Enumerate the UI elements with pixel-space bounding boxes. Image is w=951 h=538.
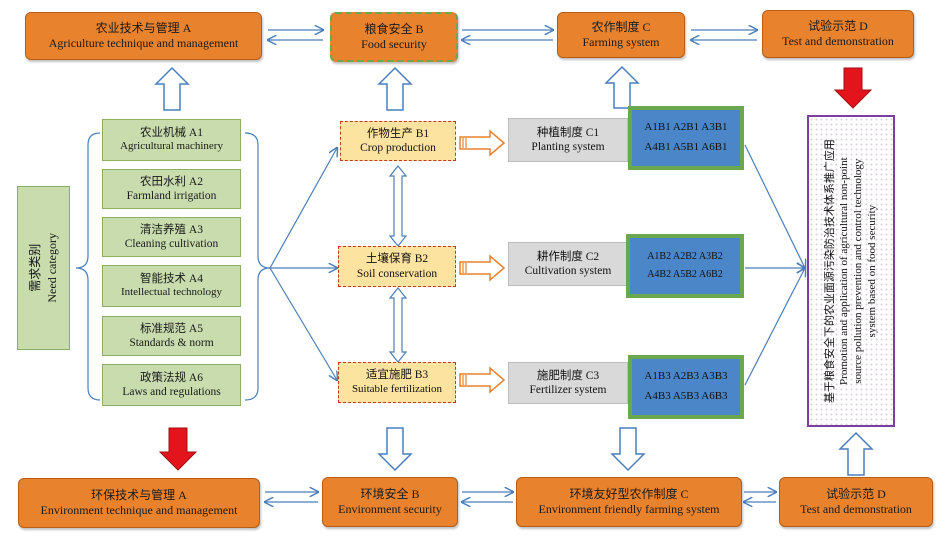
combo-box-1: A1B1 A2B1 A3B1 A4B1 A5B1 A6B1 [628,106,744,170]
a-item-2-en: Farmland irrigation [126,190,217,202]
combo-box-2-line1: A1B2 A2B2 A3B2 [647,251,723,262]
a-item-2-zh: 农田水利 A2 [140,175,203,188]
a-item-1-zh: 农业机械 A1 [140,126,203,139]
bottom-box-c-en: Environment friendly farming system [538,502,720,516]
top-box-a-zh: 农业技术与管理 A [95,21,192,35]
b-item-1-en: Crop production [360,142,436,154]
bottom-link-cd [744,492,776,502]
b-item-1: 作物生产 B1 Crop production [340,121,456,161]
bottom-link-ab [265,492,318,502]
a-item-3-en: Cleaning cultivation [124,238,219,250]
a-item-3: 清洁养殖 A3 Cleaning cultivation [102,217,241,257]
b-item-2-en: Soil conservation [356,267,438,280]
c-item-2-zh: 耕作制度 C2 [536,250,600,263]
b-item-1-zh: 作物生产 B1 [366,127,430,140]
a-item-6-zh: 政策法规 A6 [140,371,203,384]
red-down-arrows [158,67,873,471]
top-box-b-zh: 粮食安全 B [364,22,424,36]
a-item-2: 农田水利 A2 Farmland irrigation [102,169,241,209]
left-bracket [75,132,101,401]
need-category-en: Need category [44,233,59,303]
a-item-3-zh: 清洁养殖 A3 [140,223,203,236]
c-item-2: 耕作制度 C2 Cultivation system [508,242,628,286]
b-to-c-arrows [459,129,506,394]
c-item-2-en: Cultivation system [524,265,612,277]
c-item-3: 施肥制度 C3 Fertilizer system [508,362,628,404]
a-item-5-en: Standards & norm [129,337,214,349]
a-item-6: 政策法规 A6 Laws and regulations [102,364,241,406]
combo-box-3-line1: A1B3 A2B3 A3B3 [644,370,728,383]
c-item-1-en: Planting system [531,141,605,153]
bottom-box-d-zh: 试验示范 D [826,487,886,501]
top-link-cd [691,30,757,40]
hollow-up-arrows [154,65,874,476]
top-link-ab [268,30,323,40]
b-item-2: 土壤保育 B2 Soil conservation [338,246,456,287]
c-item-3-zh: 施肥制度 C3 [536,369,600,382]
bottom-link-bc [462,492,513,502]
combo-box-1-line1: A1B1 A2B1 A3B1 [644,121,728,134]
top-box-d-zh: 试验示范 D [808,19,868,33]
top-box-b: 粮食安全 B Food security [330,12,458,62]
a-item-6-en: Laws and regulations [122,386,221,398]
fan-to-b [269,148,337,380]
top-link-bc [462,30,553,40]
bottom-box-d-en: Test and demonstration [800,502,912,516]
bottom-box-a-zh: 环保技术与管理 A [91,488,187,502]
fan-to-final [744,144,805,386]
final-en-1: Promotion and application of agricultura… [837,157,850,385]
combo-box-3: A1B3 A2B3 A3B3 A4B3 A5B3 A6B3 [628,355,744,419]
combo-box-2-line2: A4B2 A5B2 A6B2 [647,269,723,280]
a-item-1-en: Agricultural machinery [120,140,223,153]
bottom-box-d: 试验示范 D Test and demonstration [779,477,933,527]
bottom-box-a-en: Environment technique and management [40,503,238,517]
top-box-d-en: Test and demonstration [782,34,894,48]
a-item-4-en: Intellectual technology [120,286,223,299]
bottom-box-b-zh: 环境安全 B [360,487,420,501]
final-en-2: source pollution prevention and control … [852,158,864,384]
right-bracket [244,132,271,401]
a-item-4: 智能技术 A4 Intellectual technology [102,265,241,307]
bottom-box-c: 环境友好型农作制度 C Environment friendly farming… [516,477,742,527]
b-item-2-zh: 土壤保育 B2 [365,253,429,266]
bottom-box-a: 环保技术与管理 A Environment technique and mana… [18,478,260,528]
combo-box-2: A1B2 A2B2 A3B2 A4B2 A5B2 A6B2 [626,234,744,298]
final-en-3: system based on food security [866,204,879,338]
top-box-a-en: Agriculture technique and management [48,36,239,50]
top-box-b-en: Food security [361,37,427,51]
a-item-5: 标准规范 A5 Standards & norm [102,316,241,356]
b-item-3: 适宜施肥 B3 Suitable fertilization [338,362,456,403]
top-box-c-zh: 农作制度 C [591,20,651,34]
bottom-box-b: 环境安全 B Environment security [322,477,458,527]
top-box-c: 农作制度 C Farming system [557,12,685,58]
need-category-box: 需求类别 Need category [17,186,70,350]
b-item-3-en: Suitable fertilization [351,382,443,395]
need-category-zh: 需求类别 [27,243,42,293]
final-promotion-box: 基于粮食安全下的农业面源污染防治技术体系推广应用 Promotion and a… [807,115,895,427]
top-box-a: 农业技术与管理 A Agriculture technique and mana… [25,12,262,60]
bottom-box-c-zh: 环境友好型农作制度 C [569,487,689,501]
top-box-c-en: Farming system [582,35,660,49]
top-box-d: 试验示范 D Test and demonstration [762,10,914,58]
final-zh: 基于粮食安全下的农业面源污染防治技术体系推广应用 [823,139,836,403]
a-item-4-zh: 智能技术 A4 [140,272,203,285]
c-item-1-zh: 种植制度 C1 [536,126,600,139]
c-item-1: 种植制度 C1 Planting system [508,118,628,162]
c-item-3-en: Fertilizer system [529,384,607,396]
a-item-5-zh: 标准规范 A5 [140,322,203,335]
combo-box-3-line2: A4B3 A5B3 A6B3 [644,390,728,402]
combo-box-1-line2: A4B1 A5B1 A6B1 [644,141,728,153]
a-item-1: 农业机械 A1 Agricultural machinery [102,119,241,161]
b-item-3-zh: 适宜施肥 B3 [365,369,429,382]
hollow-down-arrows [377,427,646,472]
bottom-box-b-en: Environment security [338,502,442,516]
